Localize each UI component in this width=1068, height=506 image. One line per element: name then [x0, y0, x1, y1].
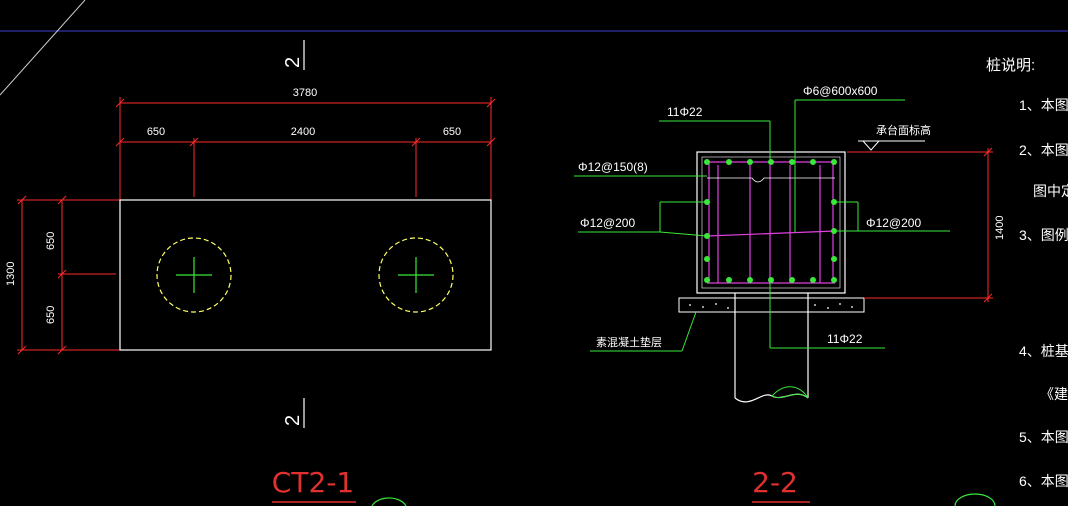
cushion-hatch: [689, 303, 853, 309]
section-mark-bottom-number: 2: [282, 415, 304, 426]
notes-item-2b: 图中定位: [1033, 183, 1068, 199]
pile-right-circle: [378, 237, 454, 313]
notes-item-4: 4、桩基础: [1019, 343, 1068, 359]
rebar-verticals: [708, 162, 834, 283]
rebar-dots: [704, 159, 837, 283]
cushion-layer: [678, 297, 865, 313]
dim-edge-right-text: 650: [443, 126, 461, 138]
pile-left: [156, 237, 232, 313]
pile-left-circle: [156, 237, 232, 313]
notes-item-4b: 《建筑: [1040, 386, 1068, 402]
section-leaders: [574, 99, 950, 352]
pile-section-break-hatch: [771, 386, 809, 399]
section-cap-outline: [696, 151, 846, 294]
bottom-arc-left: [371, 497, 407, 506]
label-stirrup-spec: Φ6@600x600: [803, 84, 878, 98]
notes-item-5: 5、本图桩: [1019, 429, 1068, 445]
label-top-bars: 11Φ22: [667, 105, 703, 119]
section-mark-bottom: 2: [282, 398, 305, 428]
pile-section-break: [734, 393, 809, 403]
label-side-bars-right: Φ12@200: [866, 216, 921, 230]
dim-heights: [17, 195, 120, 355]
notes-panel: 桩说明: 1、本图除 2、本图中 图中定位 3、图例说 4、桩基础 《建筑 5、…: [986, 57, 1068, 489]
dim-overall-width-text: 3780: [293, 87, 317, 99]
notes-item-2: 2、本图中: [1019, 142, 1068, 158]
dim-overall-height-text: 1300: [5, 262, 17, 286]
stirrup-top-loop: [707, 177, 835, 183]
label-section-height: 1400: [994, 216, 1006, 240]
section-mark-top: 2: [282, 40, 305, 70]
notes-item-6: 6、本图承: [1019, 473, 1068, 489]
dim-edge-left-text: 650: [147, 126, 165, 138]
pile-cap-outline: [119, 199, 492, 351]
notes-item-1: 1、本图除: [1019, 97, 1068, 113]
label-side-bars-left: Φ12@200: [580, 216, 635, 230]
label-elevation: 承台面标高: [876, 123, 931, 137]
dim-half-top-text: 650: [45, 232, 57, 250]
elevation-marker: [858, 140, 925, 151]
dim-overall-width: [115, 97, 496, 200]
label-bottom-bars: 11Φ22: [827, 332, 863, 346]
dim-pile-spacing-text: 2400: [291, 126, 315, 138]
pile-right: [378, 237, 454, 313]
section-view: Φ6@600x600 11Φ22 承台面标高 Φ12@150(8) Φ12@20…: [574, 84, 1006, 506]
label-cushion: 素混凝土垫层: [596, 335, 662, 349]
notes-item-3: 3、图例说: [1019, 227, 1068, 243]
section-mark-top-number: 2: [282, 57, 304, 68]
section-view-title: 2-2: [752, 466, 798, 499]
dim-half-bottom-text: 650: [45, 306, 57, 324]
dim-sub-widths: [115, 137, 496, 197]
plan-view-title: CT2-1: [272, 466, 354, 499]
notes-heading: 桩说明:: [986, 57, 1035, 74]
bottom-arc-right: [954, 493, 996, 506]
plan-view: 2 3780 650 2400 650: [5, 40, 496, 506]
diagonal-construction-line: [0, 0, 86, 96]
section-cap-inner: [701, 156, 841, 289]
label-stirrups: Φ12@150(8): [578, 160, 648, 174]
dim-section-height: [847, 147, 993, 303]
rebar-horizontals: [706, 161, 836, 284]
